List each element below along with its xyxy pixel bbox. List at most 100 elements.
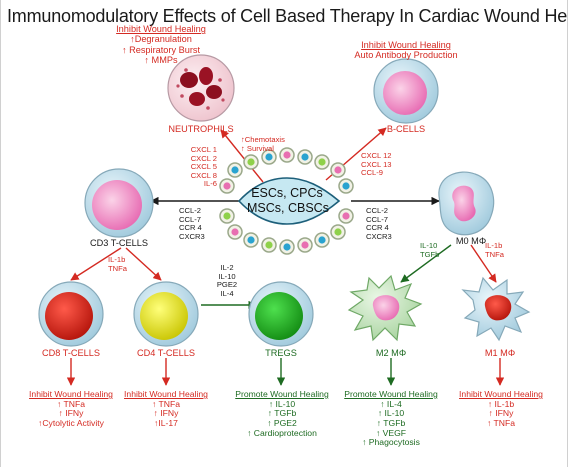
m1-effect-1: ↑ IL-1b — [487, 398, 515, 409]
chemokine-cxcl2: CXCL 2 — [190, 153, 217, 163]
tregs-effect-1: ↑ IL-10 — [268, 398, 296, 409]
m0-signal-tgfb: TGFb — [420, 249, 440, 259]
m2-header: Promote Wound Healing — [344, 389, 438, 399]
left-red-chemokines: CXCL 1 CXCL 2 CXCL 5 CXCL 8 IL-6 — [177, 145, 217, 189]
chemokine-right-1: CCL-2 — [366, 206, 388, 215]
m2-effects: Promote Wound Healing ↑ IL-4 ↑ IL-10 ↑ T… — [337, 389, 445, 448]
bcells-effect-1: Auto Antibody Production — [354, 50, 458, 61]
arrow-m0-to-m2 — [400, 244, 452, 283]
stem-cell-ring — [219, 147, 354, 255]
m2-effect-5: ↑ Phagocytosis — [362, 437, 420, 448]
cd4-effect-2: ↑ IFNy — [153, 408, 179, 419]
m1-header: Inhibit Wound Healing — [459, 389, 543, 399]
cd3-signals: IL-1b TNFa — [108, 255, 127, 273]
chemotaxis-label: ↑Chemotaxis — [241, 135, 285, 144]
b-cell-icon — [373, 58, 439, 124]
chemokine-cxcl8: CXCL 8 — [190, 170, 217, 180]
chemokine-cxcl5: CXCL 5 — [190, 162, 217, 171]
neutrophils-effect-3: ↑ MMPs — [144, 54, 178, 65]
m0-label: M0 MΦ — [455, 236, 487, 246]
bcells-header: Inhibit Wound Healing — [361, 40, 451, 50]
m1-effect-3: ↑ TNFa — [486, 417, 515, 428]
arrow-hub-to-neutrophils — [220, 129, 264, 183]
tregs-label: TREGS — [265, 348, 297, 358]
treg-signals: IL-2 IL-10 PGE2 IL-4 — [204, 263, 250, 298]
chemokine-cxcl12: CXCL 12 — [361, 151, 392, 160]
cd4-effects: Inhibit Wound Healing ↑ TNFa ↑ IFNy ↑IL-… — [116, 389, 216, 429]
chemokine-left-1: CCL-2 — [179, 206, 201, 215]
neutrophil-cell-icon — [167, 54, 235, 122]
center-line-1: ESCs, CPCs — [251, 186, 323, 200]
cd8-effect-2: ↑ IFNy — [58, 408, 84, 419]
tregs-header: Promote Wound Healing — [235, 389, 329, 399]
m0-signal-il10: IL-10 — [420, 241, 438, 250]
cd8-effect-3: ↑Cytolytic Activity — [38, 417, 104, 428]
chemokine-il6: IL-6 — [203, 179, 217, 188]
chemokine-right-2: CCL-7 — [366, 214, 388, 224]
chemokine-left-3: CCR 4 — [179, 223, 202, 232]
neutrophils-effects: Inhibit Wound Healing ↑Degranulation ↑ R… — [101, 24, 221, 65]
neutrophils-effect-2: ↑ Respiratory Burst — [121, 44, 201, 55]
arrow-cd3-to-cd8 — [70, 247, 122, 281]
cd8-header: Inhibit Wound Healing — [29, 389, 113, 399]
bcells-effects: Inhibit Wound Healing Auto Antibody Prod… — [346, 40, 466, 61]
treg-signal-il10: IL-10 — [218, 271, 236, 281]
cd8-t-cell-icon — [38, 281, 104, 347]
m2-label: M2 MΦ — [375, 348, 407, 358]
neutrophils-effect-1: ↑Degranulation — [130, 34, 192, 45]
chemokine-left-2: CCL-7 — [179, 214, 201, 224]
treg-signal-pge2: PGE2 — [216, 280, 238, 289]
neutrophils-label: NEUTROPHILS — [168, 124, 234, 134]
arrow-m0-to-m1 — [470, 244, 497, 283]
treg-signal-il2: IL-2 — [220, 263, 234, 272]
page-title: Immunomodulatory Effects of Cell Based T… — [7, 6, 568, 26]
cd4-effect-1: ↑ TNFa — [151, 398, 180, 409]
m2-effect-1: ↑ IL-4 — [380, 398, 402, 409]
chemokine-right-4: CXCR3 — [366, 231, 392, 241]
m1-macrophage-icon — [461, 276, 531, 342]
survival-label: ↑ Survival — [241, 143, 274, 153]
right-chemokines: CCL-2 CCL-7 CCR 4 CXCR3 — [366, 206, 392, 241]
treg-signal-il4: IL-4 — [220, 288, 234, 298]
cd4-header: Inhibit Wound Healing — [124, 389, 208, 399]
treg-cell-icon — [248, 281, 314, 347]
cd8-effect-1: ↑ TNFa — [56, 398, 85, 409]
m0-macrophage-icon — [438, 171, 495, 236]
chemokine-cxcl13: CXCL 13 — [361, 159, 392, 169]
cd3-signal-tnfa: TNFa — [108, 263, 127, 273]
bcells-label: B-CELLS — [386, 124, 426, 134]
cd3-t-cell-icon — [84, 168, 154, 238]
tregs-effect-3: ↑ PGE2 — [267, 417, 297, 428]
neutrophils-arrow-labels: ↑Chemotaxis ↑ Survival — [241, 135, 285, 153]
left-chemokines: CCL-2 CCL-7 CCR 4 CXCR3 — [179, 206, 205, 241]
cd4-label: CD4 T-CELLS — [136, 348, 196, 358]
cd8-effects: Inhibit Wound Healing ↑ TNFa ↑ IFNy ↑Cyt… — [15, 389, 127, 429]
m2-macrophage-icon — [347, 274, 423, 342]
m2-effect-2: ↑ IL-10 — [377, 408, 405, 419]
cd4-effect-3: ↑IL-17 — [154, 417, 178, 428]
chemokine-left-4: CXCR3 — [179, 231, 205, 241]
m1-label: M1 MΦ — [484, 348, 516, 358]
tregs-effect-4: ↑ Cardioprotection — [247, 427, 317, 438]
m0-green-signals: IL-10 TGFb — [420, 241, 440, 259]
cd3-signal-il1b: IL-1b — [108, 255, 126, 264]
center-line-2: MSCs, CBSCs — [247, 201, 329, 215]
right-red-chemokines: CXCL 12 CXCL 13 CCL-9 — [361, 151, 392, 178]
m1-effect-2: ↑ IFNy — [488, 408, 514, 419]
tregs-effects: Promote Wound Healing ↑ IL-10 ↑ TGFb ↑ P… — [227, 389, 337, 438]
m0-signal-tnfa: TNFa — [485, 249, 504, 259]
cd3-label: CD3 T-CELLS — [89, 238, 149, 248]
center-hub-shape — [237, 177, 341, 225]
neutrophils-header: Inhibit Wound Healing — [116, 24, 206, 34]
chemokine-right-3: CCR 4 — [366, 223, 389, 232]
cd8-label: CD8 T-CELLS — [41, 348, 101, 358]
m0-red-signals: IL-1b TNFa — [485, 241, 504, 259]
chemokine-cxcl1: CXCL 1 — [190, 145, 217, 154]
m1-effects: Inhibit Wound Healing ↑ IL-1b ↑ IFNy ↑ T… — [449, 389, 553, 429]
arrow-cd3-to-cd4 — [125, 247, 162, 281]
m0-signal-il1b: IL-1b — [485, 241, 503, 250]
cd4-t-cell-icon — [133, 281, 199, 347]
tregs-effect-2: ↑ TGFb — [267, 408, 297, 419]
